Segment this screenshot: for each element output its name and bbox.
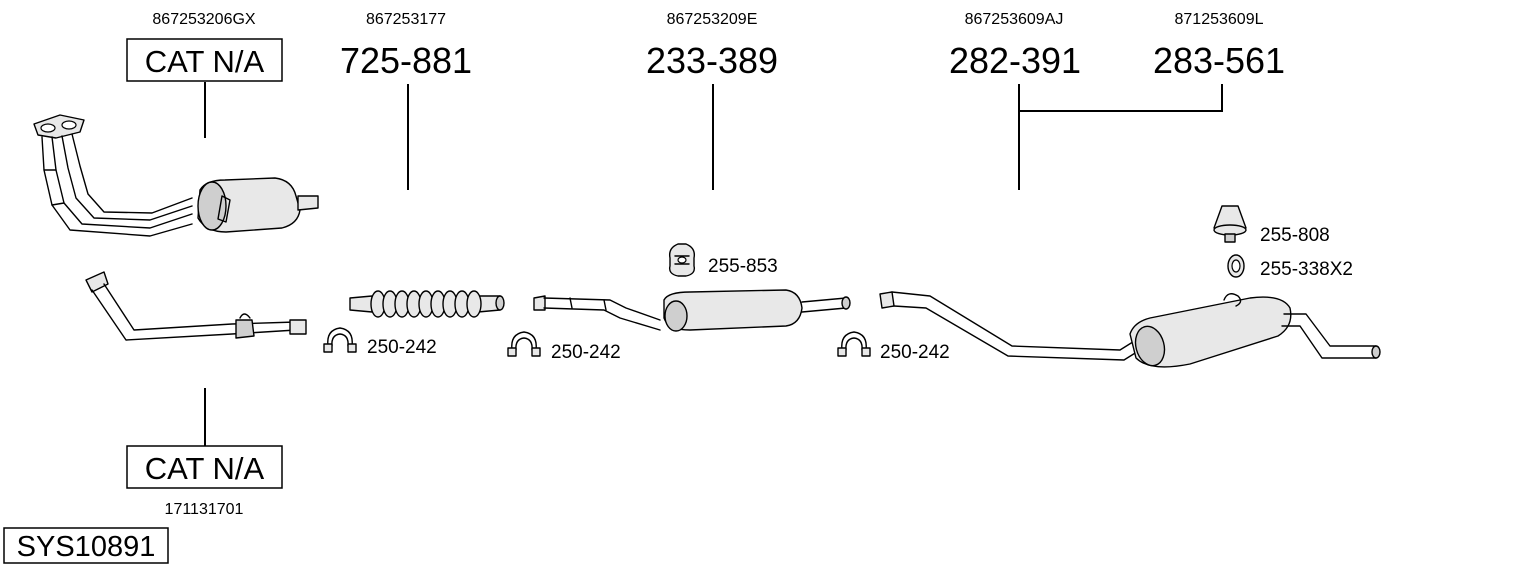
clamp-2-number: 250-242	[551, 342, 621, 363]
rear-silencer-bracket	[1018, 84, 1223, 190]
rear-silencer-b-oem-number: 871253609L	[1175, 11, 1264, 28]
rear-silencer-a-oem-number: 867253609AJ	[965, 11, 1064, 28]
hanger-rear-number: 255-808	[1260, 225, 1330, 246]
ring-rear-icon	[1228, 255, 1244, 277]
middle-silencer-oem-number: 867253209E	[667, 11, 758, 28]
ring-rear-number: 255-338X2	[1260, 259, 1353, 280]
front-pipe-label: CAT N/A	[145, 451, 265, 486]
flex-pipe-oem-number: 867253177	[366, 11, 446, 28]
hanger-middle-icon	[670, 244, 695, 276]
flex-pipe-number: 725-881	[340, 40, 472, 81]
rear-silencer-illustration	[880, 292, 1380, 369]
front-pipe-illustration	[86, 272, 306, 340]
clamp-1-number: 250-242	[367, 337, 437, 358]
clamp-2-icon	[508, 332, 540, 356]
middle-silencer-illustration	[534, 290, 850, 331]
manifold-label-box	[126, 38, 283, 82]
manifold-label: CAT N/A	[145, 44, 265, 79]
front-pipe-label-box	[126, 445, 283, 489]
clamp-3-icon	[838, 332, 870, 356]
system-id: SYS10891	[17, 531, 156, 563]
manifold-oem-number: 867253206GX	[152, 11, 256, 28]
hanger-rear-icon	[1214, 206, 1246, 242]
hanger-middle-number: 255-853	[708, 256, 778, 277]
manifold-catalyst-illustration	[34, 115, 318, 236]
flex-pipe-illustration	[350, 291, 504, 317]
clamp-3-number: 250-242	[880, 342, 950, 363]
rear-silencer-a-number: 282-391	[949, 40, 1081, 81]
rear-silencer-b-number: 283-561	[1153, 40, 1285, 81]
system-id-box	[3, 527, 169, 564]
clamp-1-icon	[324, 328, 356, 352]
middle-silencer-number: 233-389	[646, 40, 778, 81]
front-pipe-oem-number: 171131701	[165, 501, 244, 518]
